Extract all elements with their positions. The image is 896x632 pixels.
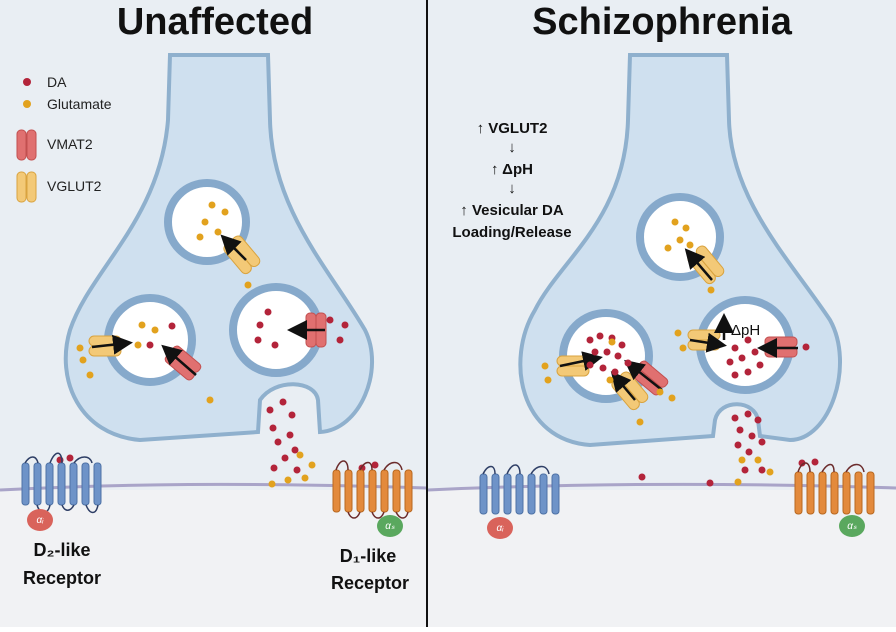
legend-vmat2-swatch: [16, 129, 37, 161]
mechanism-step-dph: ↑ ΔpH: [491, 161, 533, 178]
legend-da-label: DA: [47, 74, 67, 90]
transport-arrow: [559, 351, 603, 371]
transport-arrow: [220, 234, 247, 261]
d2-receptor-label-line1: D₂-like: [33, 540, 90, 560]
gi-protein: αᵢ: [487, 517, 513, 539]
gs-label: αₛ: [385, 521, 395, 532]
left-lower-region: [0, 490, 426, 627]
gs-protein: αₛ: [377, 515, 403, 537]
d2-like-receptor: [479, 464, 560, 515]
legend-vglut2-label: VGLUT2: [47, 178, 102, 194]
left-panel-title: Unaffected: [117, 1, 313, 43]
legend-vglut2-swatch: [16, 171, 37, 203]
legend-glutamate-swatch: [23, 100, 31, 108]
transport-arrow: [684, 248, 713, 281]
d1-like-receptor: [332, 460, 413, 519]
mechanism-step-loading: Loading/Release: [452, 224, 571, 241]
transport-arrow: [624, 359, 663, 391]
da-molecules: [56, 308, 819, 487]
legend: DA Glutamate VMAT2 VGLUT2: [16, 74, 112, 203]
gs-label: αₛ: [847, 521, 857, 532]
gi-label: αᵢ: [37, 515, 45, 526]
d2-like-receptor: [21, 452, 102, 514]
transport-arrow: [91, 334, 133, 355]
mechanism-arrow-2: ↓: [508, 180, 516, 197]
transport-arrow: [610, 371, 636, 401]
dph-annotation: ΔpH: [731, 322, 760, 339]
d1-receptor-label-line2: Receptor: [331, 573, 409, 593]
mechanism-step-vesicular-da: ↑ Vesicular DA: [460, 202, 564, 219]
glutamate-molecules: [76, 201, 774, 488]
gi-label: αᵢ: [497, 523, 505, 534]
transport-arrow: [689, 332, 727, 353]
mechanism-step-vglut2: ↑ VGLUT2: [477, 120, 548, 137]
legend-da-swatch: [23, 78, 31, 86]
gs-protein: αₛ: [839, 515, 865, 537]
gi-protein: αᵢ: [27, 509, 53, 531]
vglut2-transporter: [556, 355, 590, 377]
transport-arrow: [161, 344, 197, 376]
right-panel-title: Schizophrenia: [532, 1, 793, 43]
mechanism-arrow-1: ↓: [508, 139, 516, 156]
legend-glutamate-label: Glutamate: [47, 96, 112, 112]
d2-receptor-label-line2: Receptor: [23, 568, 101, 588]
legend-vmat2-label: VMAT2: [47, 136, 93, 152]
d1-like-receptor: [794, 462, 875, 515]
d1-receptor-label-line1: D₁-like: [340, 546, 396, 566]
mechanism-chain: ↑ VGLUT2 ↓ ↑ ΔpH ↓ ↑ Vesicular DA Loadin…: [452, 120, 571, 241]
